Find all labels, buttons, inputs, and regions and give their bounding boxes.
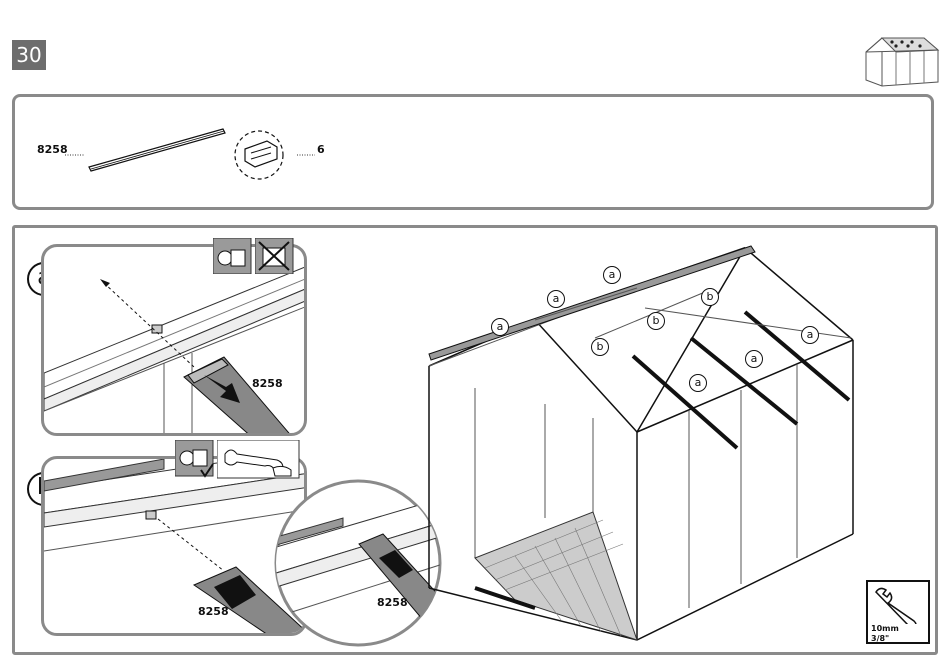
callout-a-2: a — [547, 290, 565, 308]
tool-size-mm: 10mm — [871, 624, 899, 633]
main-panel: a 8258 b — [12, 225, 938, 655]
step-number: 30 — [12, 40, 46, 70]
callout-b-2: b — [647, 312, 665, 330]
part-qty-label: 6 — [317, 143, 325, 156]
callout-b-3: b — [701, 288, 719, 306]
callout-a-3: a — [603, 266, 621, 284]
parts-panel: 8258 6 — [12, 94, 934, 210]
callout-a-1: a — [491, 318, 509, 336]
shed-thumbnail-icon — [862, 30, 940, 88]
callout-b-1: b — [591, 338, 609, 356]
tool-size-in: 3/8" — [871, 634, 889, 643]
shed-frame-drawing — [15, 228, 941, 658]
wrench-icon — [870, 584, 930, 624]
tool-box: 10mm 3/8" — [866, 580, 930, 644]
callout-a-6: a — [801, 326, 819, 344]
callout-a-5: a — [745, 350, 763, 368]
parts-drawing — [15, 97, 937, 213]
callout-a-4: a — [689, 374, 707, 392]
